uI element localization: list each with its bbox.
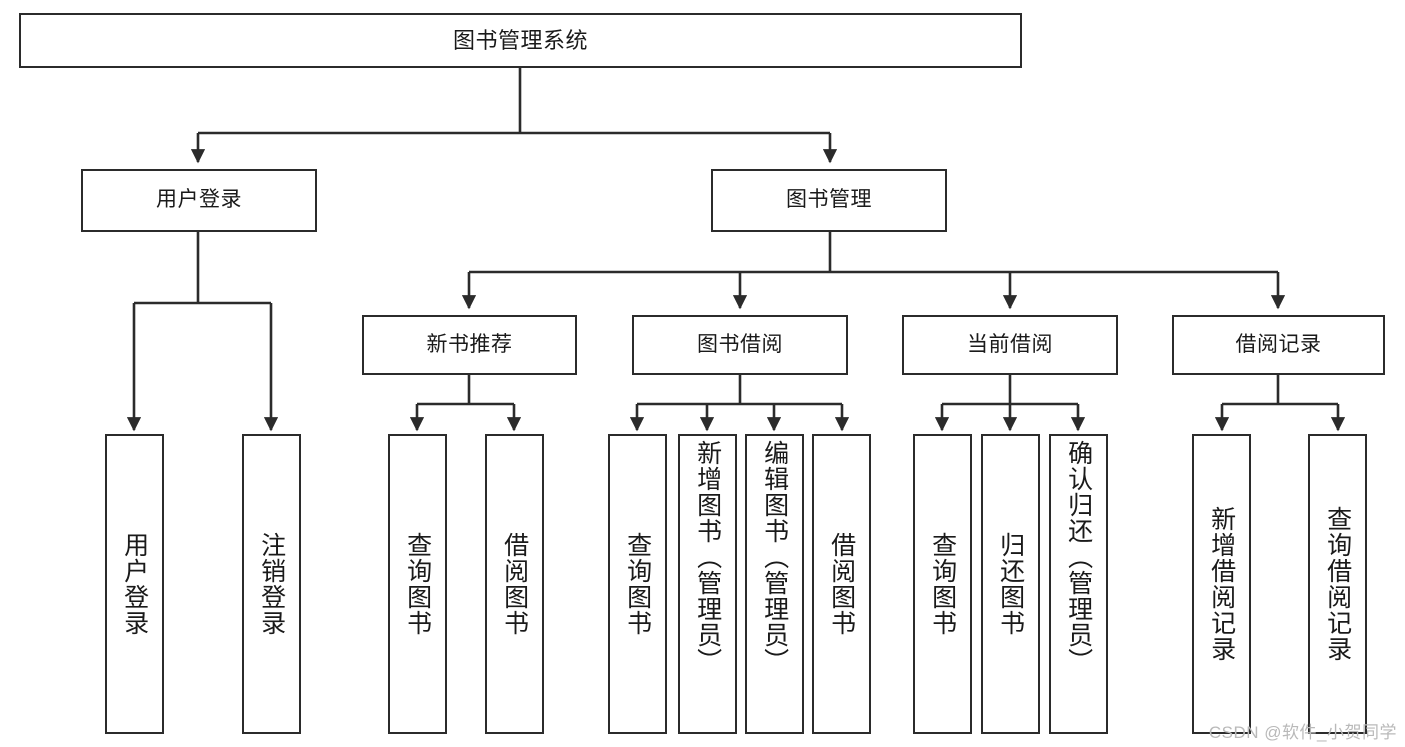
leaf-bb-add-book-admin[interactable]: 新增图书（管理员） [678, 434, 737, 734]
node-user-login[interactable]: 用户登录 [81, 169, 317, 232]
leaf-nb-borrow-book[interactable]: 借阅图书 [485, 434, 544, 734]
leaf-br-query-record[interactable]: 查询借阅记录 [1308, 434, 1367, 734]
node-borrow-record[interactable]: 借阅记录 [1172, 315, 1385, 375]
node-book-manage-label: 图书管理 [786, 188, 872, 212]
node-book-borrow[interactable]: 图书借阅 [632, 315, 848, 375]
leaf-bb-add-book-admin-label: 新增图书（管理员） [693, 440, 722, 674]
node-current-borrow-label: 当前借阅 [967, 332, 1053, 356]
leaf-br-add-record-label: 新增借阅记录 [1207, 506, 1236, 662]
node-root-system[interactable]: 图书管理系统 [19, 13, 1022, 68]
leaf-nb-query-book-label: 查询图书 [403, 532, 432, 636]
leaf-bb-borrow-book-label: 借阅图书 [827, 532, 856, 636]
leaf-cb-confirm-return-admin-label: 确认归还（管理员） [1064, 440, 1093, 674]
leaf-nb-query-book[interactable]: 查询图书 [388, 434, 447, 734]
leaf-bb-edit-book-admin[interactable]: 编辑图书（管理员） [745, 434, 804, 734]
leaf-br-add-record[interactable]: 新增借阅记录 [1192, 434, 1251, 734]
node-new-book-recommend[interactable]: 新书推荐 [362, 315, 577, 375]
node-borrow-record-label: 借阅记录 [1235, 332, 1322, 356]
leaf-bb-query-book[interactable]: 查询图书 [608, 434, 667, 734]
node-book-manage[interactable]: 图书管理 [711, 169, 947, 232]
node-user-login-label: 用户登录 [156, 188, 242, 212]
node-root-label: 图书管理系统 [452, 27, 588, 53]
leaf-user-login-label: 用户登录 [120, 532, 149, 636]
leaf-logout[interactable]: 注销登录 [242, 434, 301, 734]
leaf-bb-borrow-book[interactable]: 借阅图书 [812, 434, 871, 734]
leaf-bb-edit-book-admin-label: 编辑图书（管理员） [760, 440, 789, 674]
leaf-user-login[interactable]: 用户登录 [105, 434, 164, 734]
leaf-cb-query-book-label: 查询图书 [928, 532, 957, 636]
node-book-borrow-label: 图书借阅 [697, 332, 783, 356]
leaf-logout-label: 注销登录 [257, 532, 286, 636]
leaf-nb-borrow-book-label: 借阅图书 [500, 532, 529, 636]
leaf-cb-query-book[interactable]: 查询图书 [913, 434, 972, 734]
node-new-book-recommend-label: 新书推荐 [426, 332, 513, 356]
node-current-borrow[interactable]: 当前借阅 [902, 315, 1118, 375]
leaf-cb-return-book-label: 归还图书 [996, 532, 1025, 636]
leaf-bb-query-book-label: 查询图书 [623, 532, 652, 636]
leaf-cb-confirm-return-admin[interactable]: 确认归还（管理员） [1049, 434, 1108, 734]
leaf-cb-return-book[interactable]: 归还图书 [981, 434, 1040, 734]
leaf-br-query-record-label: 查询借阅记录 [1323, 506, 1352, 662]
